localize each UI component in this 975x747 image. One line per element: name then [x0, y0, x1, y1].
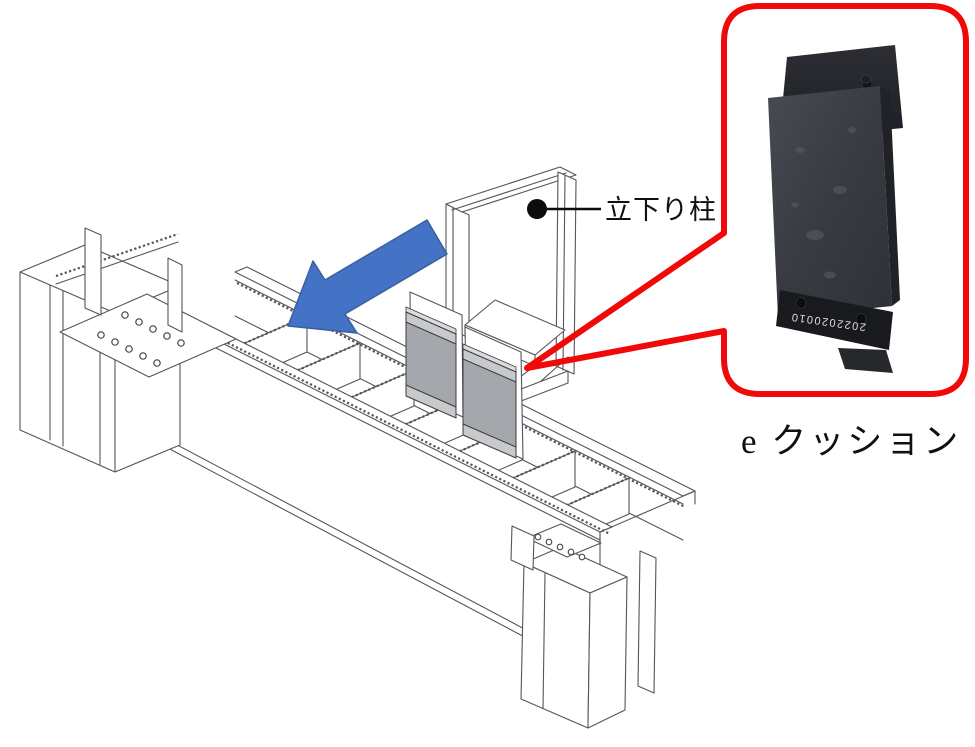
beam-diaphragms	[235, 314, 630, 546]
cushion-caption: e クッション	[741, 422, 961, 461]
column-label: 立下り柱	[605, 195, 717, 225]
right-splice-plate	[510, 523, 602, 571]
photo-body-side	[880, 86, 900, 306]
right-column	[520, 546, 657, 729]
bolt-holes	[97, 311, 185, 367]
cushion-callout: 2022020010 e クッション	[524, 3, 969, 461]
cushion-pad-left	[405, 291, 464, 419]
left-column-flanges	[84, 227, 183, 333]
bolt-holes	[534, 533, 586, 561]
photo-cushion-body	[768, 86, 892, 318]
beam-bottom-flange	[114, 419, 601, 678]
leader-dot-icon	[527, 199, 547, 219]
photo-plate-tail	[838, 348, 893, 373]
cushion-pad-right	[462, 326, 524, 460]
right-column-side	[587, 576, 628, 729]
right-column-front-flange	[510, 525, 535, 571]
photo-bottom-pins	[795, 297, 867, 325]
blue-arrow-icon	[287, 219, 448, 334]
left-splice-plate	[59, 293, 237, 378]
photo-texture	[791, 127, 856, 279]
callout-bubble-outline	[524, 3, 969, 397]
right-column-rear-flange	[637, 550, 657, 694]
right-column-front	[520, 562, 591, 729]
column-label-callout: 立下り柱	[527, 195, 717, 225]
cushion-photo: 2022020010	[768, 45, 903, 373]
